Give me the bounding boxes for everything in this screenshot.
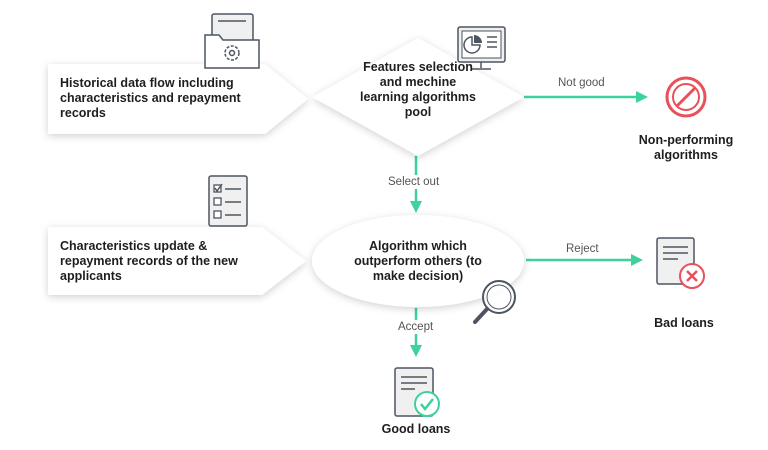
input-new-applicants-label: Characteristics update & repayment recor… bbox=[60, 239, 238, 283]
connector-not-good bbox=[524, 91, 648, 103]
approved-document-icon bbox=[394, 367, 440, 417]
rejected-document-icon bbox=[656, 237, 705, 289]
input-arrow-historical bbox=[48, 64, 308, 134]
prohibited-icon bbox=[665, 76, 707, 118]
folder-gear-icon bbox=[204, 13, 260, 69]
process-label: Algorithm which outperform others (to ma… bbox=[354, 239, 482, 283]
edge-label-not-good: Not good bbox=[558, 76, 605, 90]
monitor-chart-icon bbox=[457, 26, 506, 70]
outcome-bad-loans-label: Bad loans bbox=[654, 316, 714, 330]
edge-label-accept: Accept bbox=[398, 320, 434, 334]
input-arrow-new-applicants bbox=[48, 227, 306, 295]
edge-label-reject: Reject bbox=[566, 242, 599, 256]
process-ellipse bbox=[312, 215, 524, 307]
magnifier-icon bbox=[473, 280, 516, 324]
input-historical-label: Historical data flow including character… bbox=[60, 76, 241, 120]
decision-label: Features selection and mechine learning … bbox=[360, 60, 476, 119]
checklist-icon bbox=[208, 175, 248, 227]
edge-label-select-out: Select out bbox=[388, 175, 440, 189]
decision-diamond bbox=[312, 38, 524, 156]
outcome-non-performing-label: Non-performing algorithms bbox=[638, 133, 734, 162]
connector-reject bbox=[526, 254, 643, 266]
outcome-good-loans-label: Good loans bbox=[381, 422, 451, 436]
